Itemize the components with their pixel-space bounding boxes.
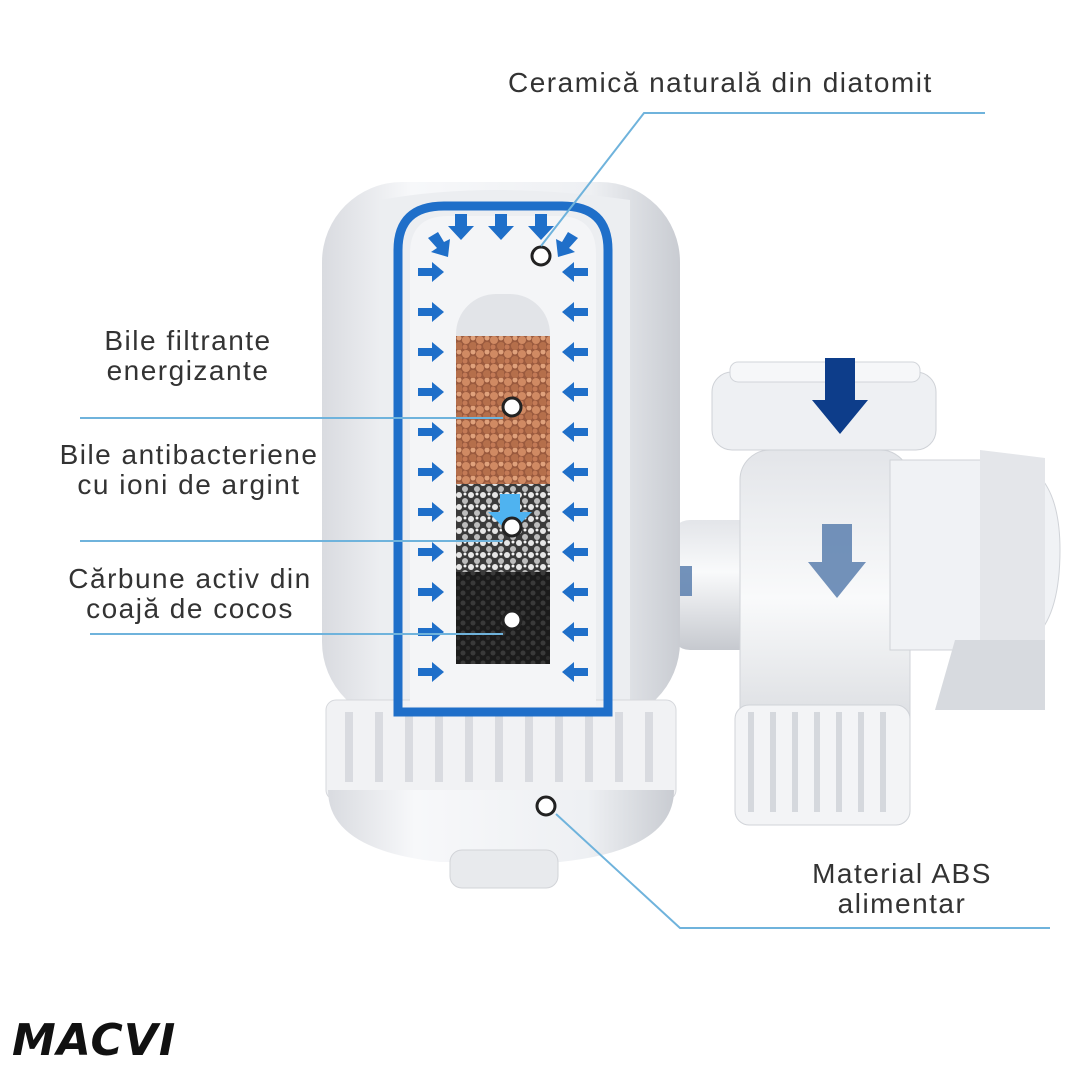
label-abs-material: Material ABS alimentar [782, 859, 1022, 919]
label-line: energizante [106, 355, 270, 386]
center-flow-arrow-icon [488, 494, 532, 534]
line-ceramic [540, 112, 985, 247]
label-activated-carbon: Cărbune activ din coajă de cocos [40, 564, 340, 624]
label-line: cu ioni de argint [77, 469, 301, 500]
label-energizing-balls: Bile filtrante energizante [68, 326, 308, 386]
label-line: Cărbune activ din [68, 563, 312, 594]
flow-arrows-top [428, 214, 578, 257]
label-line: coajă de cocos [86, 593, 294, 624]
line-abs [555, 813, 1050, 929]
marker-silver [501, 516, 523, 538]
callout-lines [80, 112, 1050, 929]
marker-carbon [501, 609, 523, 631]
down-flow-arrow-icon [808, 524, 866, 598]
label-ceramic: Ceramică naturală din diatomit [508, 67, 933, 98]
marker-abs [535, 795, 557, 817]
inlet-arrow-icon [812, 358, 868, 434]
marker-ceramic [530, 245, 552, 267]
brand-logo: MACVI [12, 1015, 177, 1066]
label-line: Bile filtrante [104, 325, 272, 356]
label-line: Bile antibacteriene [59, 439, 319, 470]
marker-balls [501, 396, 523, 418]
label-silver-balls: Bile antibacteriene cu ioni de argint [30, 440, 348, 500]
callout-markers [501, 245, 557, 817]
cutaway-view [393, 201, 613, 717]
label-line: alimentar [837, 888, 967, 919]
label-line: Material ABS [812, 858, 992, 889]
faucet-adapter [670, 361, 1061, 826]
